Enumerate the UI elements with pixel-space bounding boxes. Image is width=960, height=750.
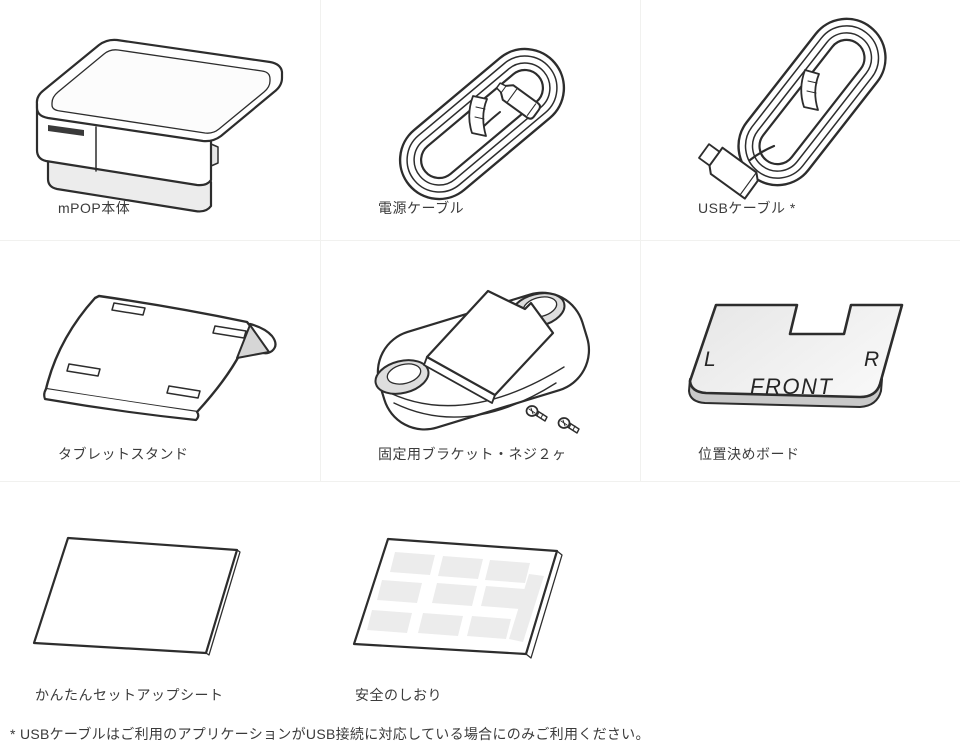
grid-divider-vertical-1 bbox=[320, 0, 321, 481]
usb-footnote: * USBケーブルはご利用のアプリケーションがUSB接続に対応している場合にのみ… bbox=[10, 726, 650, 742]
item-label-positioning-board: 位置決めボード bbox=[698, 446, 800, 462]
grid-divider-horizontal-2 bbox=[0, 481, 960, 482]
usb-cable-drawing bbox=[698, 17, 887, 200]
item-cell-empty bbox=[640, 482, 960, 722]
board-left-mark: L bbox=[704, 348, 716, 371]
item-label-mpop-unit: mPOP本体 bbox=[58, 200, 131, 216]
power-cable-drawing bbox=[398, 47, 566, 201]
mpop-unit-drawing bbox=[35, 38, 284, 213]
item-cell-bracket-screws: 固定用ブラケット・ネジ２ヶ bbox=[320, 241, 640, 481]
item-label-tablet-stand: タブレットスタンド bbox=[58, 446, 189, 462]
positioning-board-drawing: L R FRONT bbox=[688, 303, 904, 408]
setup-sheet-drawing bbox=[32, 536, 241, 656]
item-cell-usb-cable: USBケーブル * bbox=[640, 0, 960, 240]
board-right-mark: R bbox=[864, 348, 879, 371]
item-label-setup-sheet: かんたんセットアップシート bbox=[35, 687, 224, 703]
item-label-safety-booklet: 安全のしおり bbox=[355, 687, 442, 703]
item-cell-setup-sheet: かんたんセットアップシート bbox=[0, 482, 320, 722]
item-label-bracket-screws: 固定用ブラケット・ネジ２ヶ bbox=[378, 446, 567, 462]
grid-divider-horizontal-1 bbox=[0, 240, 960, 241]
board-front-mark: FRONT bbox=[750, 374, 833, 399]
item-label-power-cable: 電源ケーブル bbox=[378, 200, 465, 216]
tablet-stand-drawing bbox=[43, 294, 277, 422]
items-grid: mPOP本体 bbox=[0, 0, 960, 722]
item-cell-mpop-unit: mPOP本体 bbox=[0, 0, 320, 240]
item-cell-tablet-stand: タブレットスタンド bbox=[0, 241, 320, 481]
grid-divider-vertical-2 bbox=[640, 0, 641, 481]
item-cell-safety-booklet: 安全のしおり bbox=[320, 482, 640, 722]
bracket-screws-drawing bbox=[374, 289, 591, 434]
item-label-usb-cable: USBケーブル * bbox=[698, 200, 796, 216]
item-cell-power-cable: 電源ケーブル bbox=[320, 0, 640, 240]
safety-booklet-drawing bbox=[352, 537, 563, 659]
item-cell-positioning-board: L R FRONT 位置決めボード bbox=[640, 241, 960, 481]
